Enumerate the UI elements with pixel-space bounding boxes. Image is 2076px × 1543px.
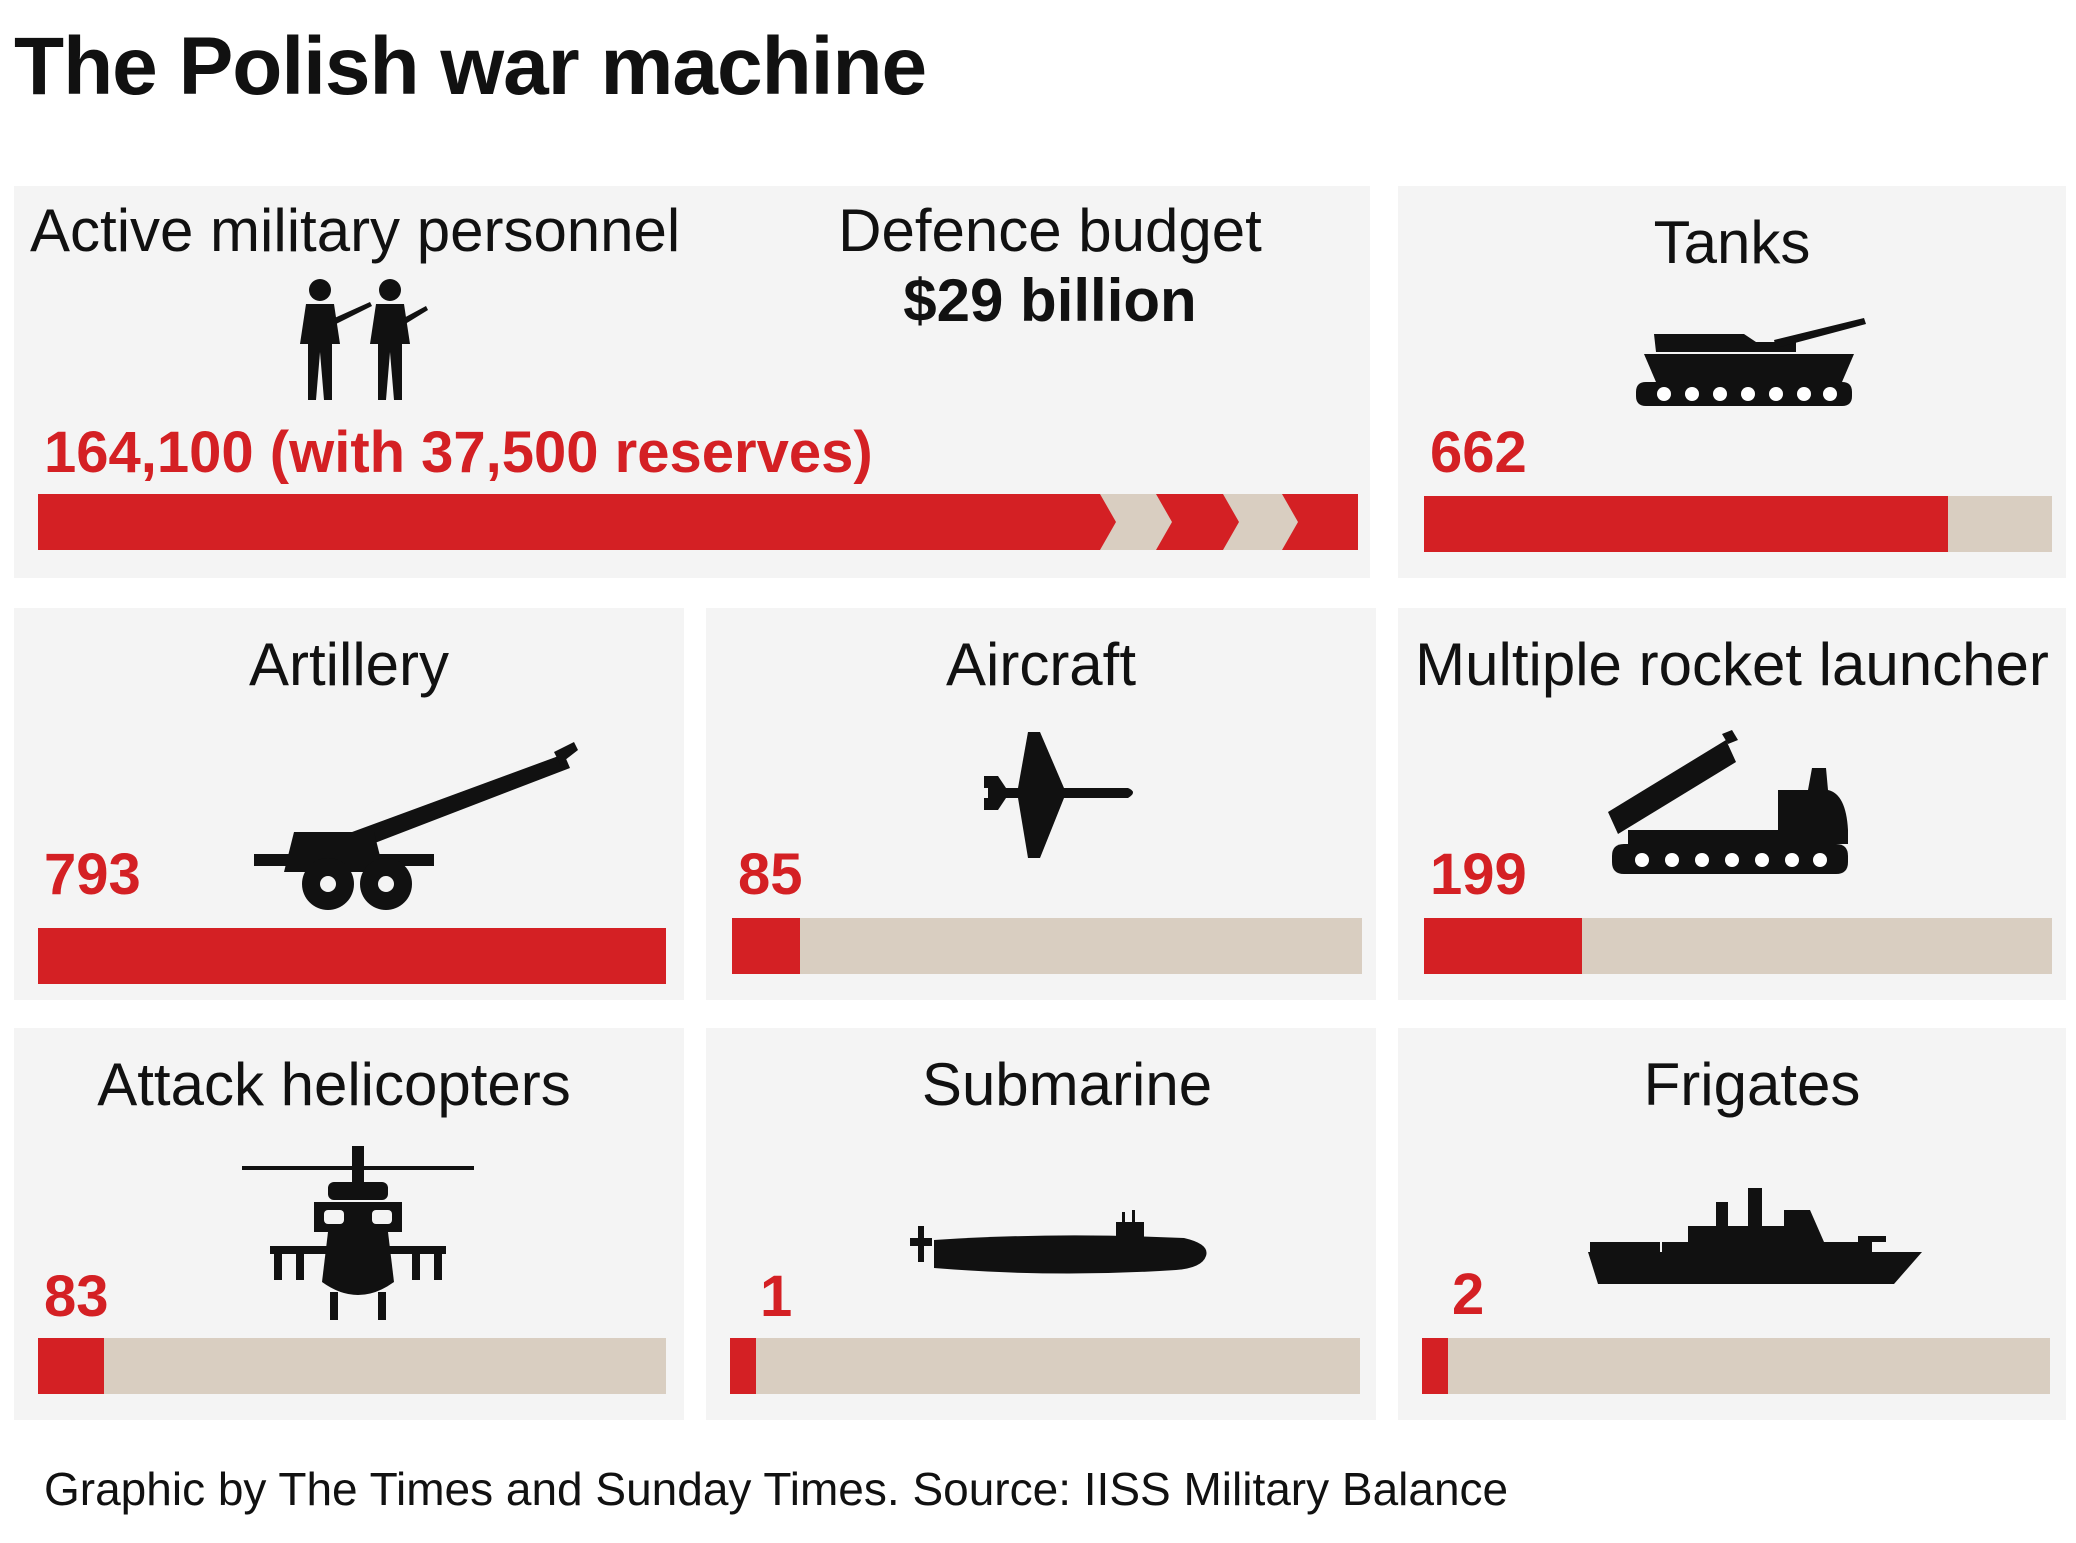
frigates-bar-track <box>1422 1338 2050 1394</box>
frigates-value: 2 <box>1452 1262 1485 1327</box>
artillery-label: Artillery <box>248 631 449 698</box>
aircraft-value: 85 <box>738 842 803 907</box>
panel-helicopters: Attack helicopters 83 <box>14 1028 684 1420</box>
helicopters-label: Attack helicopters <box>97 1051 571 1118</box>
panel-rocket-launcher: Multiple rocket launcher 199 <box>1398 608 2066 1000</box>
aircraft-label: Aircraft <box>945 631 1137 698</box>
aircraft-bar-track <box>732 918 1362 974</box>
rocket-launcher-label: Multiple rocket launcher <box>1415 631 2049 698</box>
submarine-bar <box>730 1338 756 1394</box>
personnel-bar <box>38 494 1358 550</box>
panel-tanks: Tanks 662 <box>1398 186 2066 578</box>
submarine-value: 1 <box>760 1264 793 1329</box>
artillery-bar-track <box>38 928 666 984</box>
personnel-value: 164,100 (with 37,500 reserves) <box>44 420 873 485</box>
tanks-bar <box>1424 496 1948 552</box>
frigates-label: Frigates <box>1643 1051 1861 1118</box>
budget-label: Defence budget <box>838 197 1262 264</box>
helicopters-value: 83 <box>44 1264 109 1329</box>
tanks-bar-track <box>1424 496 2052 552</box>
tanks-value: 662 <box>1430 420 1527 485</box>
frigates-bar <box>1422 1338 1448 1394</box>
rocket-launcher-bar-track <box>1424 918 2052 974</box>
source-note: Graphic by The Times and Sunday Times. S… <box>44 1463 1509 1515</box>
personnel-label: Active military personnel <box>30 197 681 264</box>
artillery-value: 793 <box>44 842 141 907</box>
fighter-jet-icon <box>984 732 1133 858</box>
panel-artillery: Artillery 793 <box>14 608 684 1000</box>
helicopters-bar <box>38 1338 104 1394</box>
aircraft-bar <box>732 918 800 974</box>
frigate-icon <box>1588 1188 1922 1284</box>
page-title: The Polish war machine <box>14 21 927 112</box>
panel-submarine: Submarine 1 <box>706 1028 1376 1420</box>
artillery-bar <box>38 928 666 984</box>
submarine-label: Submarine <box>921 1051 1213 1118</box>
budget-value: $29 billion <box>903 267 1197 334</box>
rocket-launcher-icon <box>1608 730 1848 874</box>
helicopters-bar-track <box>38 1338 666 1394</box>
tank-icon <box>1636 318 1866 406</box>
tanks-label: Tanks <box>1653 209 1811 276</box>
submarine-icon <box>910 1210 1207 1274</box>
rocket-launcher-value: 199 <box>1430 842 1527 907</box>
rocket-launcher-bar <box>1424 918 1582 974</box>
artillery-icon <box>254 742 578 910</box>
helicopter-icon <box>242 1146 474 1320</box>
submarine-bar-track <box>730 1338 1360 1394</box>
panel-frigates: Frigates 2 <box>1398 1028 2066 1420</box>
panel-aircraft: Aircraft 85 <box>706 608 1376 1000</box>
soldiers-icon <box>300 279 428 400</box>
